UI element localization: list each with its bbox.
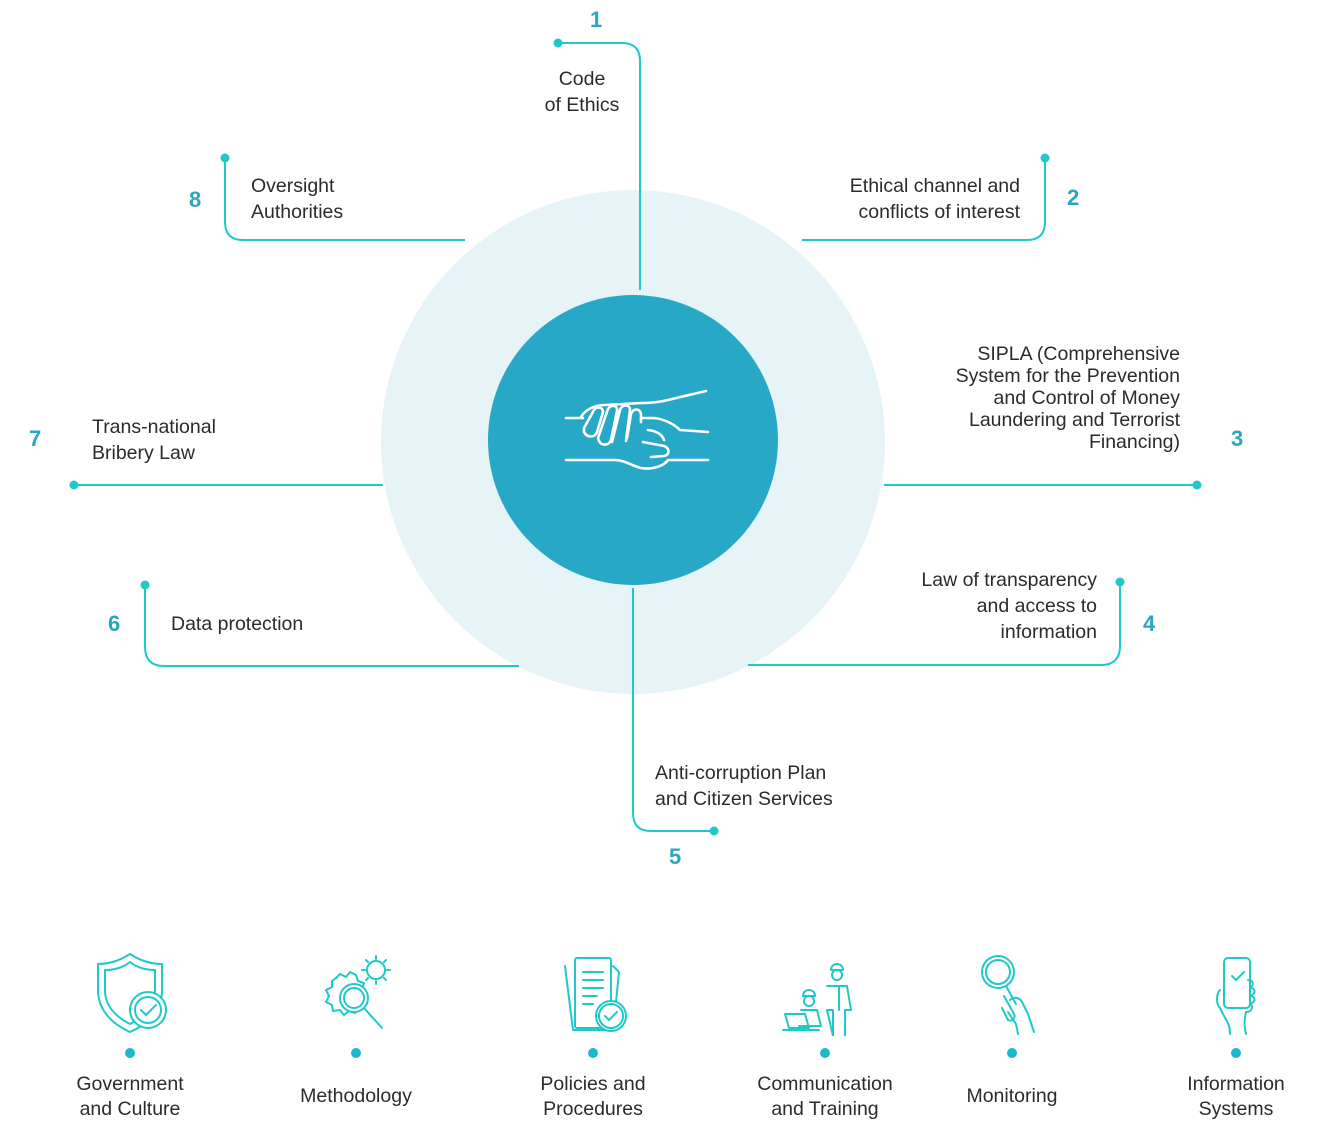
handshake-icon xyxy=(564,389,710,470)
item-1-number: 1 xyxy=(590,7,603,32)
item-7-label-line: Trans-national xyxy=(92,416,216,438)
pillar-label-line: Policies and xyxy=(540,1073,646,1095)
pillar-dot xyxy=(820,1048,830,1058)
item-7-label: Trans-national Bribery Law xyxy=(92,414,312,466)
gears-magnifier-icon xyxy=(325,955,391,1029)
connector-dot-2 xyxy=(1040,153,1050,163)
pillar-label-line: and Culture xyxy=(79,1098,181,1120)
item-3-label-line: System for the Prevention xyxy=(955,365,1180,387)
connector-2 xyxy=(802,158,1046,241)
connector-dot-7 xyxy=(69,480,79,490)
pillar-dot xyxy=(351,1048,361,1058)
pillar-label-line: Information xyxy=(1187,1073,1285,1095)
connector-dot-8 xyxy=(220,153,230,163)
item-2-number: 2 xyxy=(1067,185,1080,210)
pillar-dot xyxy=(125,1048,135,1058)
item-8-label: Oversight Authorities xyxy=(251,173,451,225)
item-1-label: Code of Ethics xyxy=(520,66,644,118)
connector-dot-5 xyxy=(709,826,719,836)
pillar-label: Monitoring xyxy=(912,1072,1112,1109)
item-6-number: 6 xyxy=(108,611,121,636)
pillar-dot xyxy=(588,1048,598,1058)
connector-5 xyxy=(632,588,714,832)
pillar-dot xyxy=(1231,1048,1241,1058)
item-2-label: Ethical channel and conflicts of interes… xyxy=(780,173,1020,225)
item-5-label-line: and Citizen Services xyxy=(655,788,833,810)
item-4-label-line: information xyxy=(1000,621,1097,643)
pillar-methodology: Methodology xyxy=(256,950,456,1109)
item-3-label: SIPLA (Comprehensive System for the Prev… xyxy=(880,343,1180,453)
documents-check-icon xyxy=(564,957,627,1032)
hand-magnifier-icon xyxy=(981,955,1035,1035)
item-4-number: 4 xyxy=(1143,611,1156,636)
item-4-label-line: Law of transparency xyxy=(921,569,1097,591)
item-6-label: Data protection xyxy=(171,611,391,637)
connector-6 xyxy=(144,585,519,667)
connector-1 xyxy=(558,42,641,290)
connector-dot-3 xyxy=(1192,480,1202,490)
item-8-label-line: Oversight xyxy=(251,175,335,197)
item-5-number: 5 xyxy=(669,844,682,869)
connector-4 xyxy=(748,582,1121,666)
pillar-policies-and-procedures: Policies and Procedures xyxy=(493,950,693,1122)
item-2-label-line: conflicts of interest xyxy=(858,201,1020,223)
connector-8 xyxy=(224,158,465,241)
pillar-communication-and-training: Communication and Training xyxy=(725,950,925,1122)
connector-dot-4 xyxy=(1115,577,1125,587)
item-6-label-line: Data protection xyxy=(171,613,304,635)
item-8-label-line: Authorities xyxy=(251,201,344,223)
hand-phone-icon xyxy=(1216,957,1256,1035)
connector-dot-6 xyxy=(140,580,150,590)
item-3-label-line: and Control of Money xyxy=(993,387,1180,409)
pillar-label: Government and Culture xyxy=(30,1072,230,1122)
pillar-label: Information Systems xyxy=(1136,1072,1318,1122)
item-1-label-line: of Ethics xyxy=(544,94,620,116)
pillar-information-systems: Information Systems xyxy=(1136,950,1318,1122)
workers-laptop-icon xyxy=(782,963,852,1036)
pillar-label-line: Methodology xyxy=(300,1085,412,1107)
shield-check-icon xyxy=(97,953,167,1033)
pillar-government-and-culture: Government and Culture xyxy=(30,950,230,1122)
item-3-label-line: Financing) xyxy=(1088,431,1180,453)
pillar-monitoring: Monitoring xyxy=(912,950,1112,1109)
pillar-label-line: Procedures xyxy=(543,1098,643,1120)
pillar-label-line: Monitoring xyxy=(966,1085,1058,1107)
item-7-label-line: Bribery Law xyxy=(92,442,195,464)
pillar-label-line: and Training xyxy=(771,1098,879,1120)
item-5-label-line: Anti-corruption Plan xyxy=(655,762,827,784)
pillar-dot xyxy=(1007,1048,1017,1058)
pillar-label: Communication and Training xyxy=(725,1072,925,1122)
pillar-label-line: Communication xyxy=(757,1073,893,1095)
item-5-label: Anti-corruption Plan and Citizen Service… xyxy=(655,760,915,812)
item-4-label-line: and access to xyxy=(976,595,1097,617)
item-3-label-line: SIPLA (Comprehensive xyxy=(977,343,1180,365)
item-4-label: Law of transparency and access to inform… xyxy=(857,567,1097,645)
item-2-label-line: Ethical channel and xyxy=(849,175,1020,197)
item-1-label-line: Code xyxy=(558,68,606,90)
pillar-label: Policies and Procedures xyxy=(493,1072,693,1122)
pillar-label: Methodology xyxy=(256,1072,456,1109)
item-3-label-line: Laundering and Terrorist xyxy=(968,409,1180,431)
compliance-diagram xyxy=(69,38,1202,836)
pillar-label-line: Systems xyxy=(1198,1098,1274,1120)
item-3-number: 3 xyxy=(1231,426,1244,451)
item-7-number: 7 xyxy=(29,426,42,451)
connector-dot-1 xyxy=(553,38,563,48)
inner-circle xyxy=(488,295,778,585)
item-8-number: 8 xyxy=(189,187,202,212)
pillar-label-line: Government xyxy=(76,1073,184,1095)
